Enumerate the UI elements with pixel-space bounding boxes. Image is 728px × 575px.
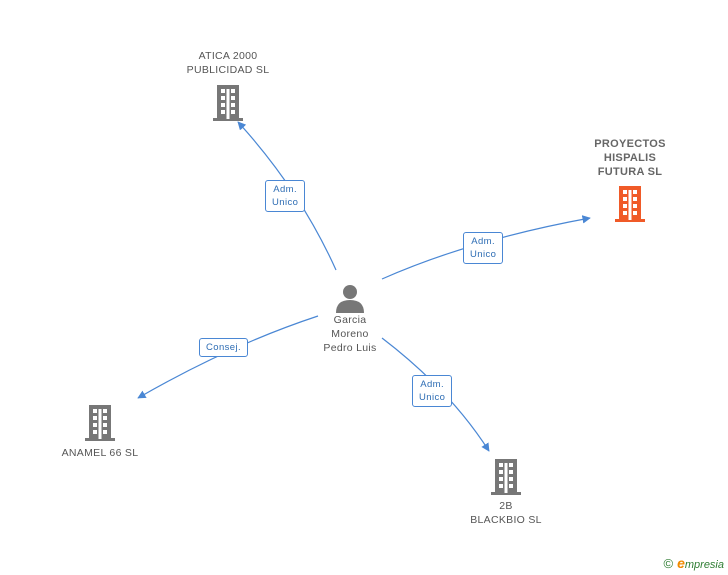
node-label-line: PUBLICIDAD SL: [186, 64, 270, 76]
edge-label-blackbio: Adm. Unico: [412, 375, 453, 407]
node-label-line: ATICA 2000: [198, 50, 258, 62]
node-label-line: Pedro Luis: [323, 342, 377, 354]
copyright-symbol: ©: [663, 556, 674, 571]
node-label-line: BLACKBIO SL: [470, 514, 542, 526]
edge-label-anamel: Consej.: [199, 338, 249, 357]
node-label-line: HISPALIS: [603, 152, 657, 164]
node-company-atica[interactable]: ATICA 2000 PUBLICIDAD SL: [172, 49, 284, 121]
node-label-line: Garcia: [333, 314, 367, 326]
node-label-line: FUTURA SL: [597, 166, 663, 178]
building-icon: [213, 85, 243, 121]
building-icon: [491, 459, 521, 495]
edge-line-anamel: [137, 315, 319, 399]
building-icon: [85, 405, 115, 441]
edge-label-line: Adm.: [471, 236, 496, 247]
brand-logo-e: e: [677, 555, 685, 571]
node-label-line: ANAMEL 66 SL: [61, 447, 139, 459]
node-company-anamel[interactable]: ANAMEL 66 SL: [42, 405, 158, 460]
edge-label-atica: Adm. Unico: [265, 180, 306, 212]
person-icon: [336, 285, 364, 313]
brand-logo: ©empresia: [663, 555, 724, 571]
node-label-line: Moreno: [331, 328, 369, 340]
edge-label-line: Unico: [419, 392, 446, 403]
node-label-line: PROYECTOS: [594, 138, 666, 150]
edge-label-line: Unico: [272, 197, 299, 208]
edge-label-line: Adm.: [420, 379, 445, 390]
node-company-blackbio[interactable]: 2B BLACKBIO SL: [450, 459, 562, 527]
edge-label-proyectos: Adm. Unico: [463, 232, 504, 264]
building-icon: [615, 186, 645, 222]
edge-label-line: Consej.: [206, 342, 242, 353]
node-label-line: 2B: [499, 500, 513, 512]
brand-logo-text: mpresia: [684, 559, 724, 571]
edge-label-line: Adm.: [273, 184, 298, 195]
node-person-garcia[interactable]: Garcia Moreno Pedro Luis: [302, 283, 398, 355]
edge-label-line: Unico: [470, 249, 497, 260]
node-company-proyectos[interactable]: PROYECTOS HISPALIS FUTURA SL: [574, 137, 686, 222]
